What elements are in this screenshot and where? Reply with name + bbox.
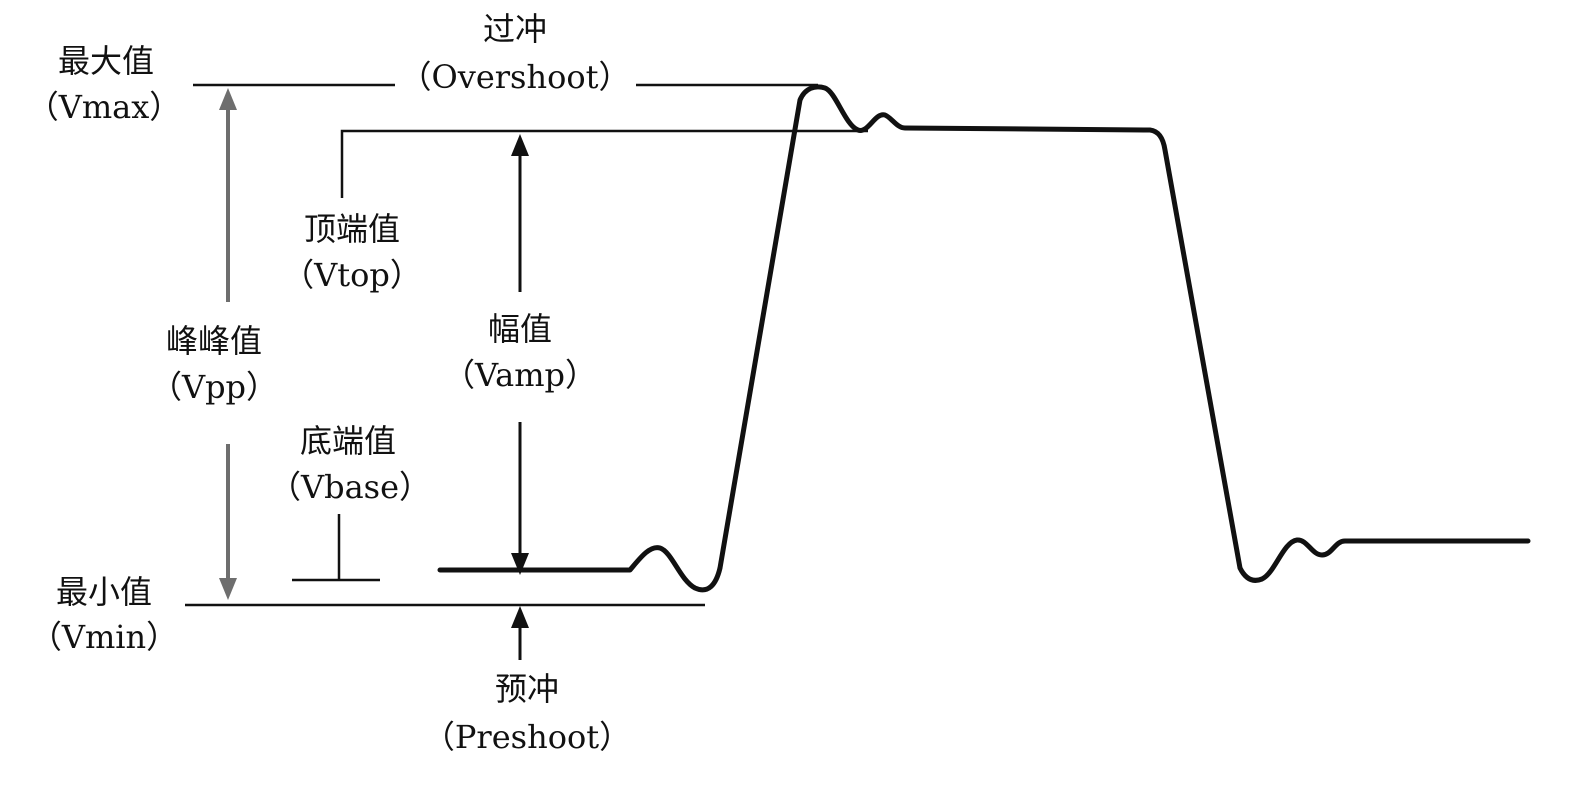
overshoot-label-cn: 过冲	[483, 10, 547, 48]
vpp-label-cn: 峰峰值	[166, 322, 262, 360]
vamp-arrow	[511, 134, 529, 575]
preshoot-label-en: （Preshoot）	[423, 718, 631, 756]
vbase-label-en: （Vbase）	[269, 468, 431, 506]
vmin-label-cn: 最小值	[56, 573, 152, 611]
vamp-label-cn: 幅值	[488, 310, 552, 348]
preshoot-arrow-head	[511, 606, 529, 628]
vbase-label-cn: 底端值	[300, 422, 396, 460]
preshoot-label-cn: 预冲	[495, 670, 559, 708]
vpp-arrow	[219, 88, 237, 600]
vamp-label-en: （Vamp）	[443, 356, 597, 394]
vmax-label-cn: 最大值	[58, 42, 154, 80]
vmax-label-en: （Vmax）	[27, 88, 182, 126]
vtop-label-en: （Vtop）	[282, 256, 422, 294]
vpp-label-en: （Vpp）	[150, 368, 278, 406]
overshoot-label-en: （Overshoot）	[400, 58, 631, 96]
vtop-guide-line	[340, 129, 868, 198]
vtop-label-cn: 顶端值	[304, 210, 400, 248]
preshoot-arrow	[511, 606, 529, 660]
vmin-label-en: （Vmin）	[30, 618, 178, 656]
vpp-arrow-head-up	[219, 88, 237, 110]
pulse-waveform	[437, 84, 1531, 593]
vamp-arrow-head-down	[511, 553, 529, 575]
vpp-arrow-head-down	[219, 578, 237, 600]
vamp-arrow-head-up	[511, 134, 529, 156]
